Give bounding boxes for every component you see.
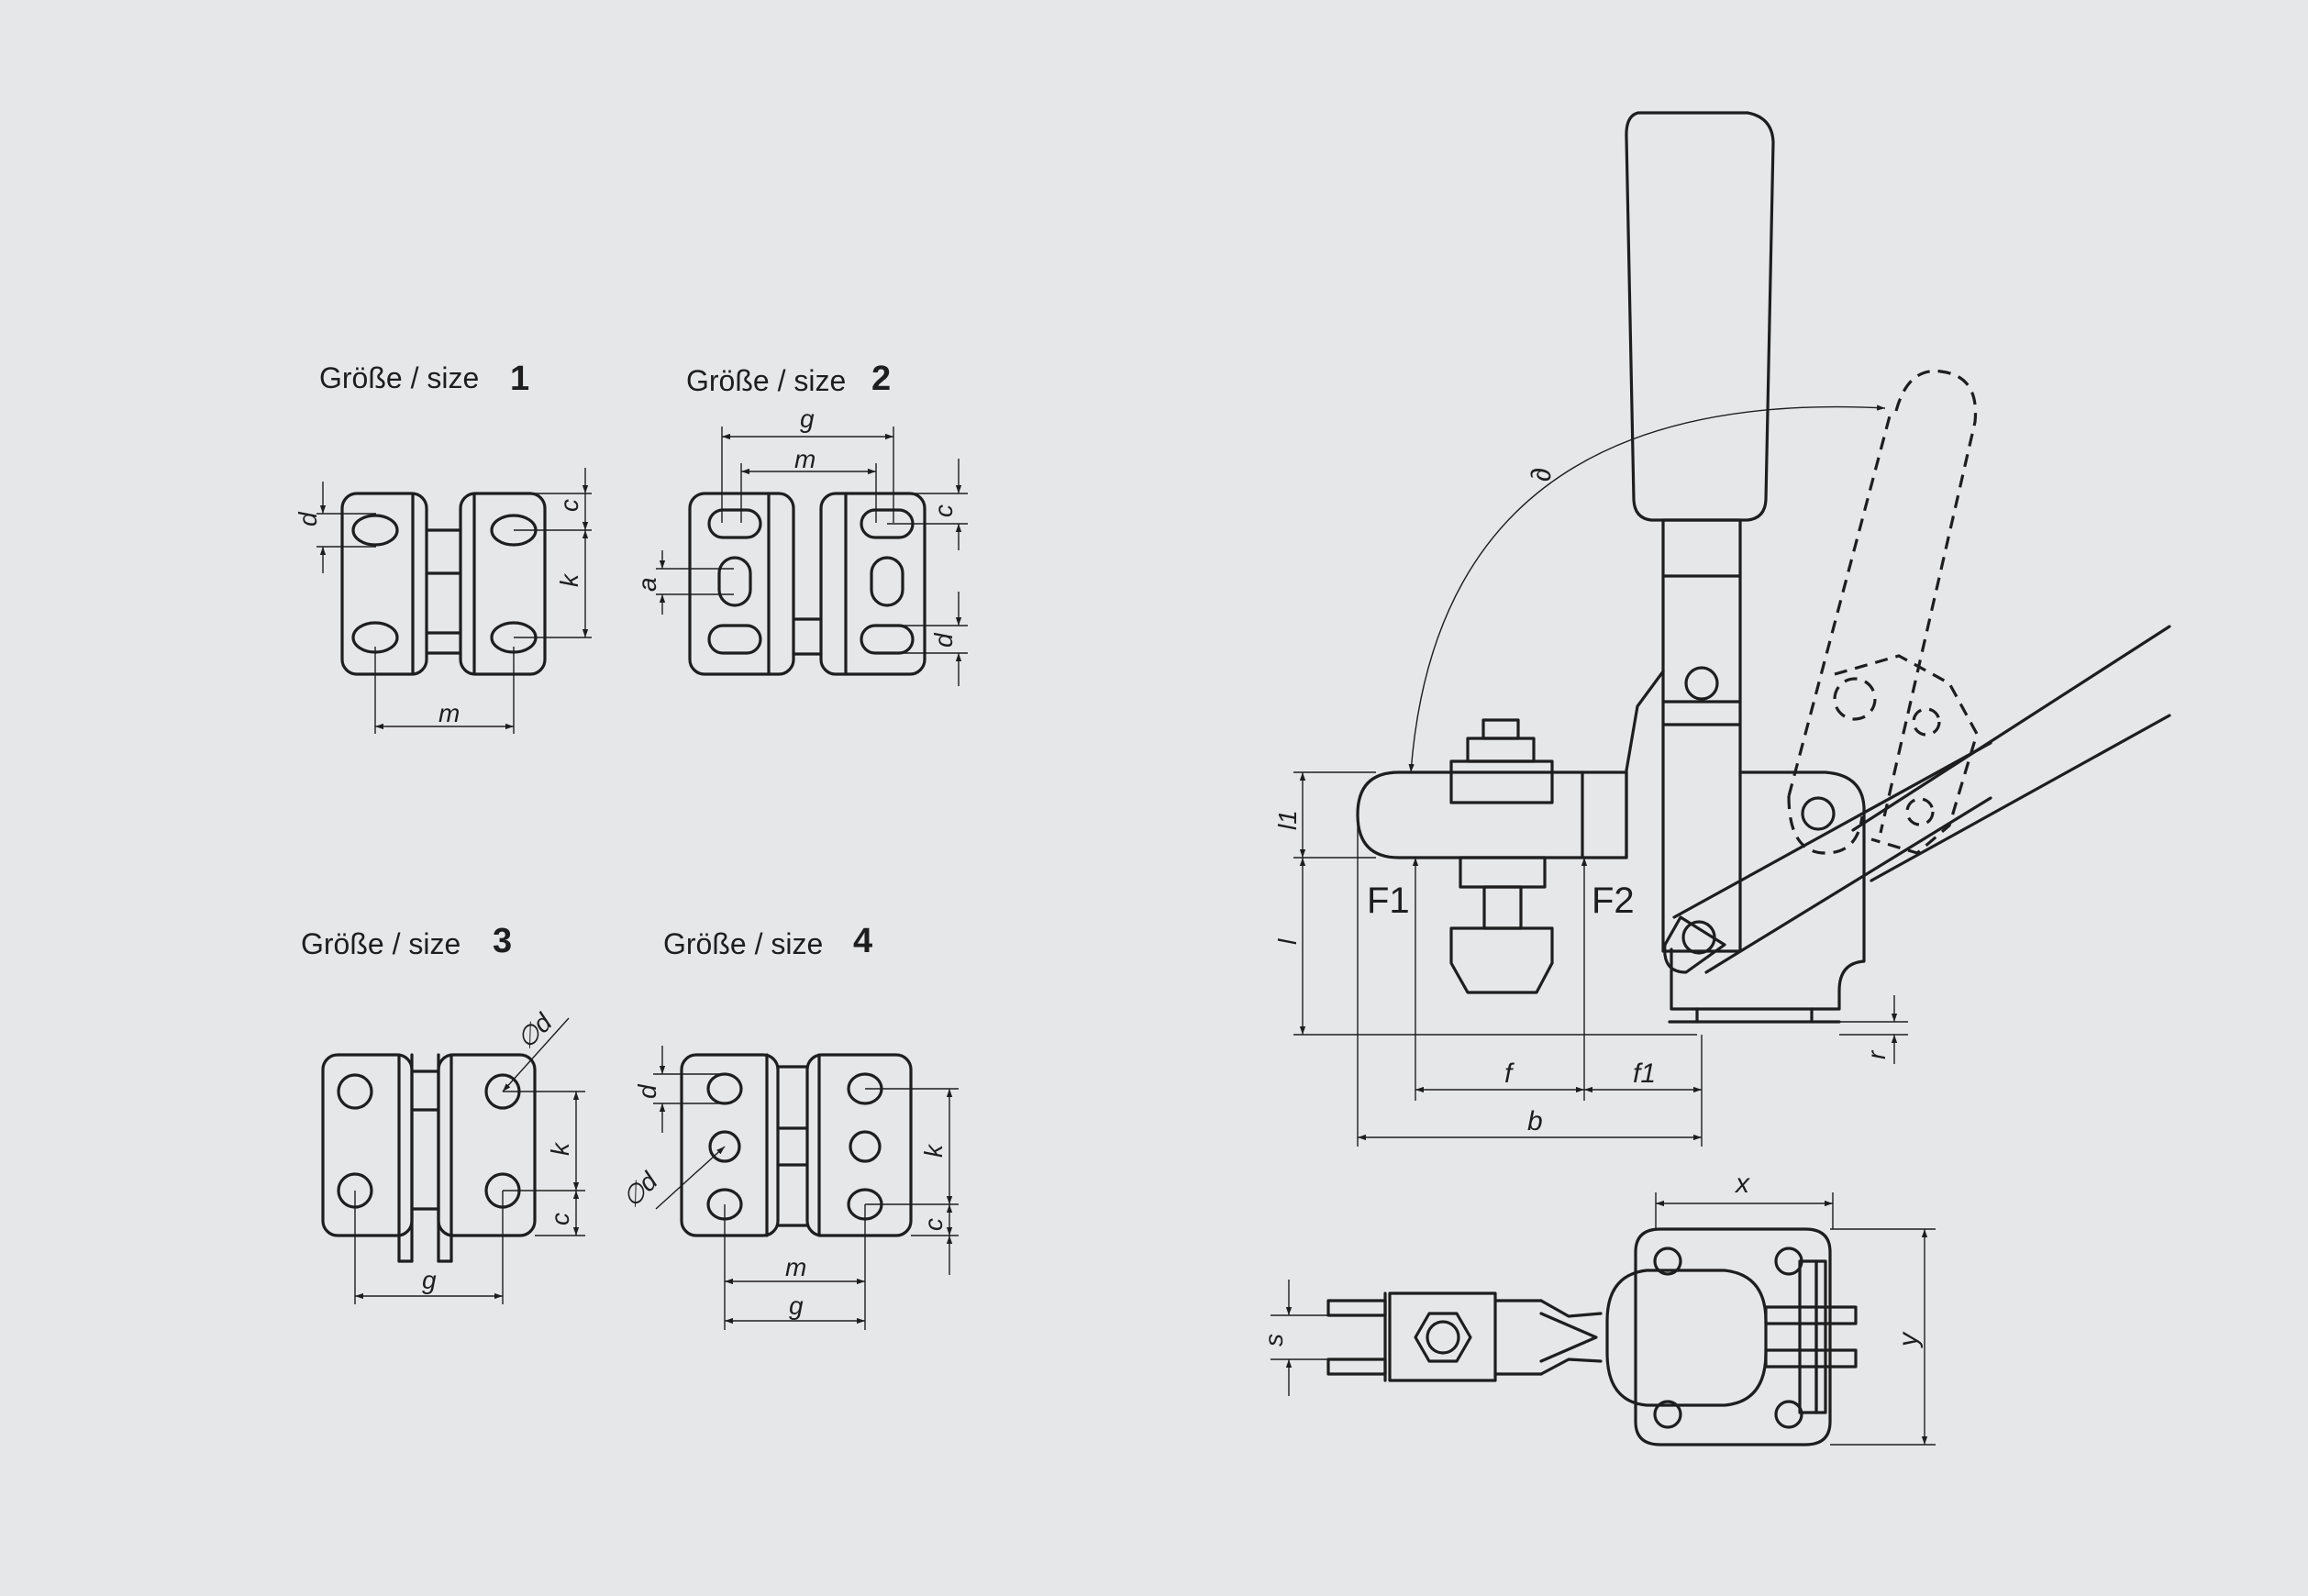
- spindle-top: [1388, 1291, 1497, 1382]
- size-label: Größe / size: [319, 361, 479, 394]
- dim-label-c: c: [546, 1213, 574, 1225]
- base-plate-size-3: [321, 1017, 585, 1304]
- dim-label-x: x: [1734, 1169, 1750, 1199]
- dim-label-d: d: [633, 1083, 661, 1099]
- clamp-arm: [1356, 770, 1628, 859]
- dim-label-phi-d: ∅d: [616, 1166, 663, 1213]
- dim-label-k: k: [919, 1143, 948, 1158]
- dim-label-g: g: [422, 1266, 437, 1294]
- dim-label-s: s: [1259, 1334, 1288, 1347]
- dim-label-k: k: [546, 1141, 574, 1156]
- size-4-heading: Größe / size 4: [663, 922, 872, 960]
- dim-label-g: g: [789, 1291, 804, 1320]
- dim-label-c: c: [929, 504, 958, 517]
- dim-label-k: k: [555, 572, 583, 587]
- hex-nut: [1414, 1312, 1472, 1363]
- spindle-nut: [1449, 759, 1554, 804]
- dim-label-f1: f1: [1633, 1058, 1656, 1089]
- dim-label-g: g: [800, 405, 815, 433]
- lever-cover: [1605, 1269, 1768, 1407]
- base-plate-size-1: [316, 468, 592, 734]
- size-number: 2: [871, 360, 891, 398]
- size-label: Größe / size: [663, 927, 823, 960]
- dim-label-d: d: [294, 511, 322, 526]
- dim-label-alpha: ∂: [1526, 468, 1557, 482]
- clamp-side-view: [1293, 111, 2171, 1147]
- dim-label-c: c: [555, 499, 583, 512]
- dim-label-r: r: [1862, 1049, 1891, 1059]
- force-label-f2: F2: [1592, 881, 1635, 921]
- dim-label-f: f: [1504, 1058, 1515, 1089]
- dim-label-phi-d: ∅d: [511, 1007, 558, 1054]
- dim-label-a: a: [633, 577, 661, 592]
- spindle-pad: [1449, 926, 1554, 994]
- base-plate-top: [1634, 1227, 1832, 1446]
- dim-label-l: l: [1273, 938, 1302, 945]
- dim-label-c: c: [919, 1218, 948, 1231]
- base-plate-size-4: [653, 1046, 959, 1330]
- size-label: Größe / size: [686, 364, 846, 397]
- dim-label-l1: l1: [1273, 810, 1302, 830]
- size-label: Größe / size: [301, 927, 460, 960]
- dim-label-d: d: [929, 632, 958, 648]
- size-number: 4: [853, 922, 872, 960]
- dim-label-m: m: [785, 1253, 806, 1281]
- size-number: 1: [510, 360, 529, 398]
- force-label-f1: F1: [1367, 881, 1410, 921]
- dim-label-m: m: [794, 445, 816, 473]
- size-1-heading: Größe / size 1: [319, 360, 529, 398]
- size-3-heading: Größe / size 3: [301, 922, 512, 960]
- size-2-heading: Größe / size 2: [686, 360, 891, 398]
- handle-grip: [1625, 111, 1775, 522]
- clamp-top-view: [1271, 1192, 1936, 1446]
- dim-label-y: y: [1893, 1331, 1924, 1348]
- dim-label-m: m: [438, 699, 460, 727]
- size-number: 3: [493, 922, 512, 960]
- dim-label-b: b: [1527, 1106, 1543, 1136]
- base-plate-size-2: [656, 427, 968, 686]
